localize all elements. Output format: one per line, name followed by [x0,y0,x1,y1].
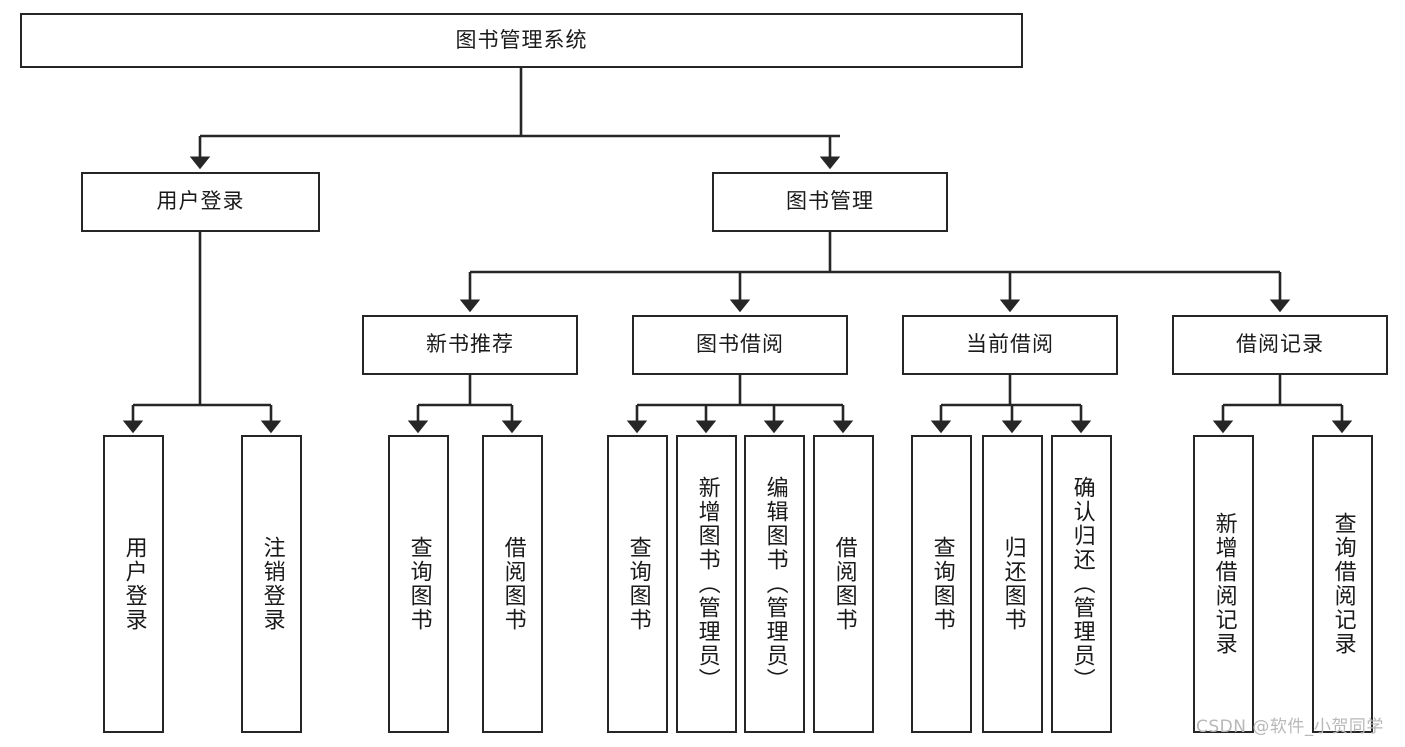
leaf-query-book-current[interactable]: 查询图书 [911,435,972,733]
node-label: 编辑图书（管理员） [762,476,788,692]
node-label: 借阅图书 [831,536,857,632]
csdn-watermark: CSDN @软件_小贺同学 [1196,717,1384,737]
node-label: 图书管理 [786,189,874,214]
leaf-query-book-recommend[interactable]: 查询图书 [388,435,449,733]
leaf-borrow-book[interactable]: 借阅图书 [813,435,874,733]
node-book-borrow[interactable]: 图书借阅 [632,315,848,375]
leaf-add-book-admin[interactable]: 新增图书（管理员） [676,435,737,733]
node-label: 当前借阅 [966,332,1054,357]
node-user-login[interactable]: 用户登录 [81,172,320,232]
node-root-system[interactable]: 图书管理系统 [20,13,1023,68]
leaf-query-book-borrow[interactable]: 查询图书 [607,435,668,733]
node-label: 确认归还（管理员） [1069,476,1095,692]
node-label: 新增借阅记录 [1211,512,1237,656]
leaf-edit-book-admin[interactable]: 编辑图书（管理员） [744,435,805,733]
node-label: 归还图书 [1000,536,1026,632]
node-label: 查询借阅记录 [1330,512,1356,656]
node-new-book-recommend[interactable]: 新书推荐 [362,315,578,375]
node-current-borrow[interactable]: 当前借阅 [902,315,1118,375]
node-label: 借阅记录 [1236,332,1324,357]
leaf-logout[interactable]: 注销登录 [241,435,302,733]
node-label: 用户登录 [121,536,147,632]
leaf-query-borrow-record[interactable]: 查询借阅记录 [1312,435,1373,733]
node-borrow-records[interactable]: 借阅记录 [1172,315,1388,375]
leaf-confirm-return-admin[interactable]: 确认归还（管理员） [1051,435,1112,733]
node-book-management[interactable]: 图书管理 [712,172,948,232]
leaf-return-book[interactable]: 归还图书 [982,435,1043,733]
node-label: 新增图书（管理员） [694,476,720,692]
leaf-add-borrow-record[interactable]: 新增借阅记录 [1193,435,1254,733]
node-label: 图书借阅 [696,332,784,357]
node-label: 新书推荐 [426,332,514,357]
node-label: 查询图书 [625,536,651,632]
node-label: 查询图书 [406,536,432,632]
leaf-borrow-book-recommend[interactable]: 借阅图书 [482,435,543,733]
node-label: 注销登录 [259,536,285,632]
node-label: 查询图书 [929,536,955,632]
node-label: 用户登录 [156,189,245,214]
leaf-user-login[interactable]: 用户登录 [103,435,164,733]
node-label: 图书管理系统 [455,27,588,52]
node-label: 借阅图书 [500,536,526,632]
